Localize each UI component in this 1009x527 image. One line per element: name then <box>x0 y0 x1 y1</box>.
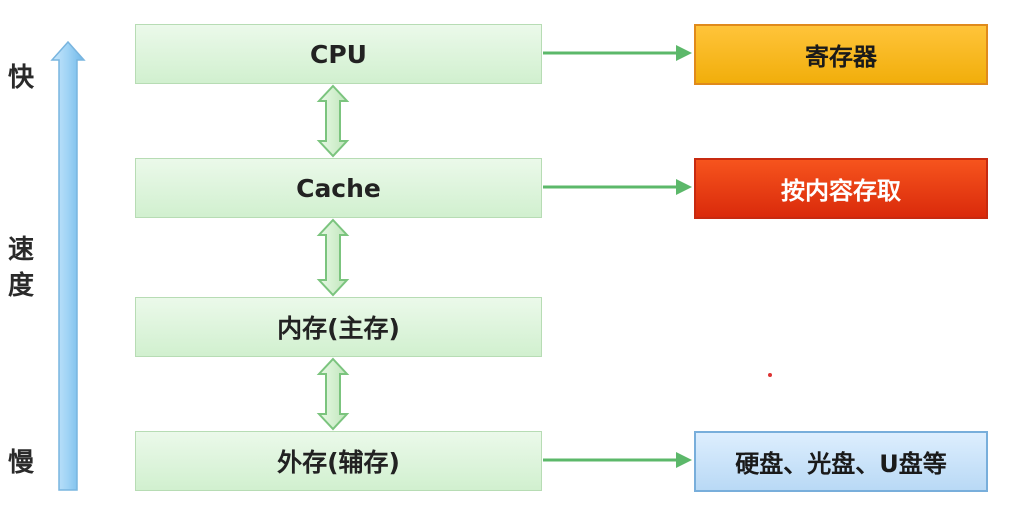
right-arrow-icon <box>543 45 692 61</box>
speed-label-speed: 速度 <box>7 235 34 301</box>
speed-label-fast: 快 <box>7 63 34 93</box>
side-box-register: 寄存器 <box>694 24 988 85</box>
level-cpu: CPU <box>135 24 542 84</box>
marker-dot <box>768 373 772 377</box>
side-box-content-access: 按内容存取 <box>694 158 988 219</box>
double-arrow-icon <box>316 357 350 431</box>
double-arrow-icon <box>316 84 350 158</box>
side-box-external-media: 硬盘、光盘、U盘等 <box>694 431 988 492</box>
double-arrow-icon <box>316 218 350 297</box>
speed-label-slow: 慢 <box>7 448 34 478</box>
right-arrow-icon <box>543 452 692 468</box>
level-external-storage: 外存(辅存) <box>135 431 542 491</box>
right-arrow-icon <box>543 179 692 195</box>
up-arrow-icon <box>50 40 86 491</box>
level-cache: Cache <box>135 158 542 218</box>
level-main-memory: 内存(主存) <box>135 297 542 357</box>
